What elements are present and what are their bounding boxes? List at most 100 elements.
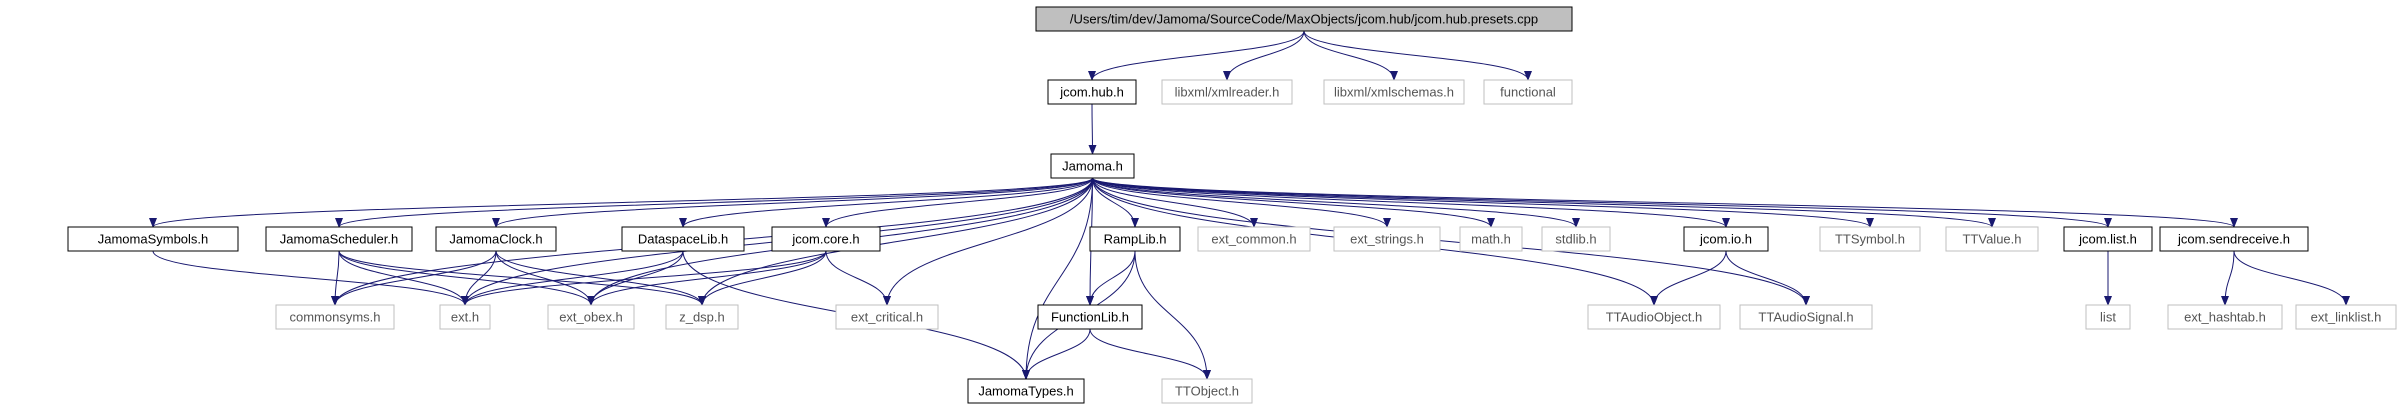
node-box [1047,79,1137,105]
edge-jamoma-to-stdlib [1092,177,1580,228]
node-box [1323,79,1465,105]
node-jamoma-h[interactable]: Jamoma.h [1050,153,1135,179]
node-label: ext_linklist.h [2311,310,2382,325]
edge-jsymbols-to-exth [152,250,469,306]
edge-jamoma-to-math [1092,177,1495,228]
node-box [67,226,239,252]
node-label: jcom.sendreceive.h [2177,232,2290,247]
node-box [835,304,939,330]
edge-ramplib-to-ttobject [1134,250,1211,380]
node-functional: functional [1483,79,1573,105]
node-label: ext_strings.h [1350,232,1424,247]
node-box [1035,6,1573,32]
edge-jcore-to-extcritical [825,250,891,306]
node-ext-linklist-h: ext_linklist.h [2295,304,2397,330]
edge-jcore-to-extobex [587,250,827,306]
edge-jcore-to-exth [461,250,827,306]
node-ext-hashtab-h: ext_hashtab.h [2167,304,2283,330]
node-jcom-sendreceive-h[interactable]: jcom.sendreceive.h [2159,226,2309,252]
node-box [771,226,881,252]
node-jcom-list-h[interactable]: jcom.list.h [2063,226,2153,252]
node-box [1739,304,1873,330]
node-jamomasymbols-h[interactable]: JamomaSymbols.h [67,226,239,252]
node-box [1161,79,1293,105]
node-label: list [2100,310,2116,325]
node-jamomaclock-h[interactable]: JamomaClock.h [435,226,557,252]
node-jamomatypes-h[interactable]: JamomaTypes.h [967,378,1085,404]
node-label: DataspaceLib.h [638,232,728,247]
node-box [2295,304,2397,330]
node-box [1483,79,1573,105]
edge-jamoma-to-jtypes [1022,177,1093,380]
nodes-layer: /Users/tim/dev/Jamoma/SourceCode/MaxObje… [67,6,2397,404]
edges-layer [149,30,2350,380]
node-list: list [2085,304,2131,330]
node-box [1161,378,1253,404]
edge-jamoma-to-jsendrecv [1092,177,2238,228]
node-box [435,226,557,252]
edge-jsendrecv-to-exthashtab [2221,250,2235,306]
node-label: /Users/tim/dev/Jamoma/SourceCode/MaxObje… [1070,12,1538,27]
node-jcom-core-h[interactable]: jcom.core.h [771,226,881,252]
node-jamomascheduler-h[interactable]: JamomaScheduler.h [265,226,413,252]
node-box [1050,153,1135,179]
node-label: libxml/xmlreader.h [1175,85,1280,100]
node-label: libxml/xmlschemas.h [1334,85,1454,100]
edge-jamoma-to-jcomio [1092,177,1730,228]
node-box [1541,226,1611,252]
node-label: JamomaSymbols.h [98,232,209,247]
edge-jcore-to-zdsp [698,250,827,306]
node-label: functional [1500,85,1556,100]
node-ext-critical-h: ext_critical.h [835,304,939,330]
edge-jamoma-to-zdsp [698,177,1093,306]
node-label: stdlib.h [1555,232,1596,247]
node-label: FunctionLib.h [1051,310,1129,325]
edge-jamoma-to-jcomlist [1092,177,2112,228]
edge-jamoma-to-extcommon [1092,177,1258,228]
edge-jamoma-to-ttsymbol [1092,177,1874,228]
node-label: ext_common.h [1211,232,1296,247]
edge-ramplib-to-functionlib [1086,250,1136,306]
edge-jamoma-to-extcritical [883,177,1093,306]
node-dataspacelib-h[interactable]: DataspaceLib.h [621,226,745,252]
node-box [1587,304,1721,330]
edge-jamoma-to-jclock [492,177,1093,228]
node-label: TTAudioObject.h [1606,310,1703,325]
edge-dataspace-to-exth [461,250,684,306]
node-ext-obex-h: ext_obex.h [547,304,635,330]
node-label: JamomaClock.h [449,232,542,247]
edge-jamoma-to-extstrings [1092,177,1391,228]
node-ttaudioobject-h: TTAudioObject.h [1587,304,1721,330]
node-box [665,304,739,330]
node-label: z_dsp.h [679,310,725,325]
node-ramplib-h[interactable]: RampLib.h [1089,226,1181,252]
edge-jcomio-to-ttaudiosig [1725,250,1810,306]
node-jcom-hub-h[interactable]: jcom.hub.h [1047,79,1137,105]
node-label: ext_critical.h [851,310,923,325]
edge-jamoma-to-jsymbols [149,177,1093,228]
node-commonsyms-h: commonsyms.h [275,304,395,330]
node-box [1683,226,1769,252]
edge-root-to-xmlschemas [1303,30,1398,81]
edge-jamoma-to-ramplib [1092,177,1139,228]
edge-jsendrecv-to-extlinklist [2233,250,2350,306]
edge-root-to-functional [1303,30,1532,81]
node-box [275,304,395,330]
edge-jsched-to-exth [338,250,469,306]
node-box [439,304,491,330]
node-box [1089,226,1181,252]
edge-jsched-to-commonsyms [331,250,340,306]
node-ttsymbol-h: TTSymbol.h [1819,226,1921,252]
node-box [1459,226,1523,252]
node-functionlib-h[interactable]: FunctionLib.h [1037,304,1143,330]
edge-jamoma-to-jsched [335,177,1093,228]
edge-jamoma-to-ttvalue [1092,177,1996,228]
node-box [2167,304,2283,330]
node-math-h: math.h [1459,226,1523,252]
node-label: RampLib.h [1104,232,1167,247]
node-jcom-io-h[interactable]: jcom.io.h [1683,226,1769,252]
edge-functionlib-to-jtypes [1022,328,1091,380]
node-z-dsp-h: z_dsp.h [665,304,739,330]
node-libxml-xmlreader-h: libxml/xmlreader.h [1161,79,1293,105]
node-box [1819,226,1921,252]
